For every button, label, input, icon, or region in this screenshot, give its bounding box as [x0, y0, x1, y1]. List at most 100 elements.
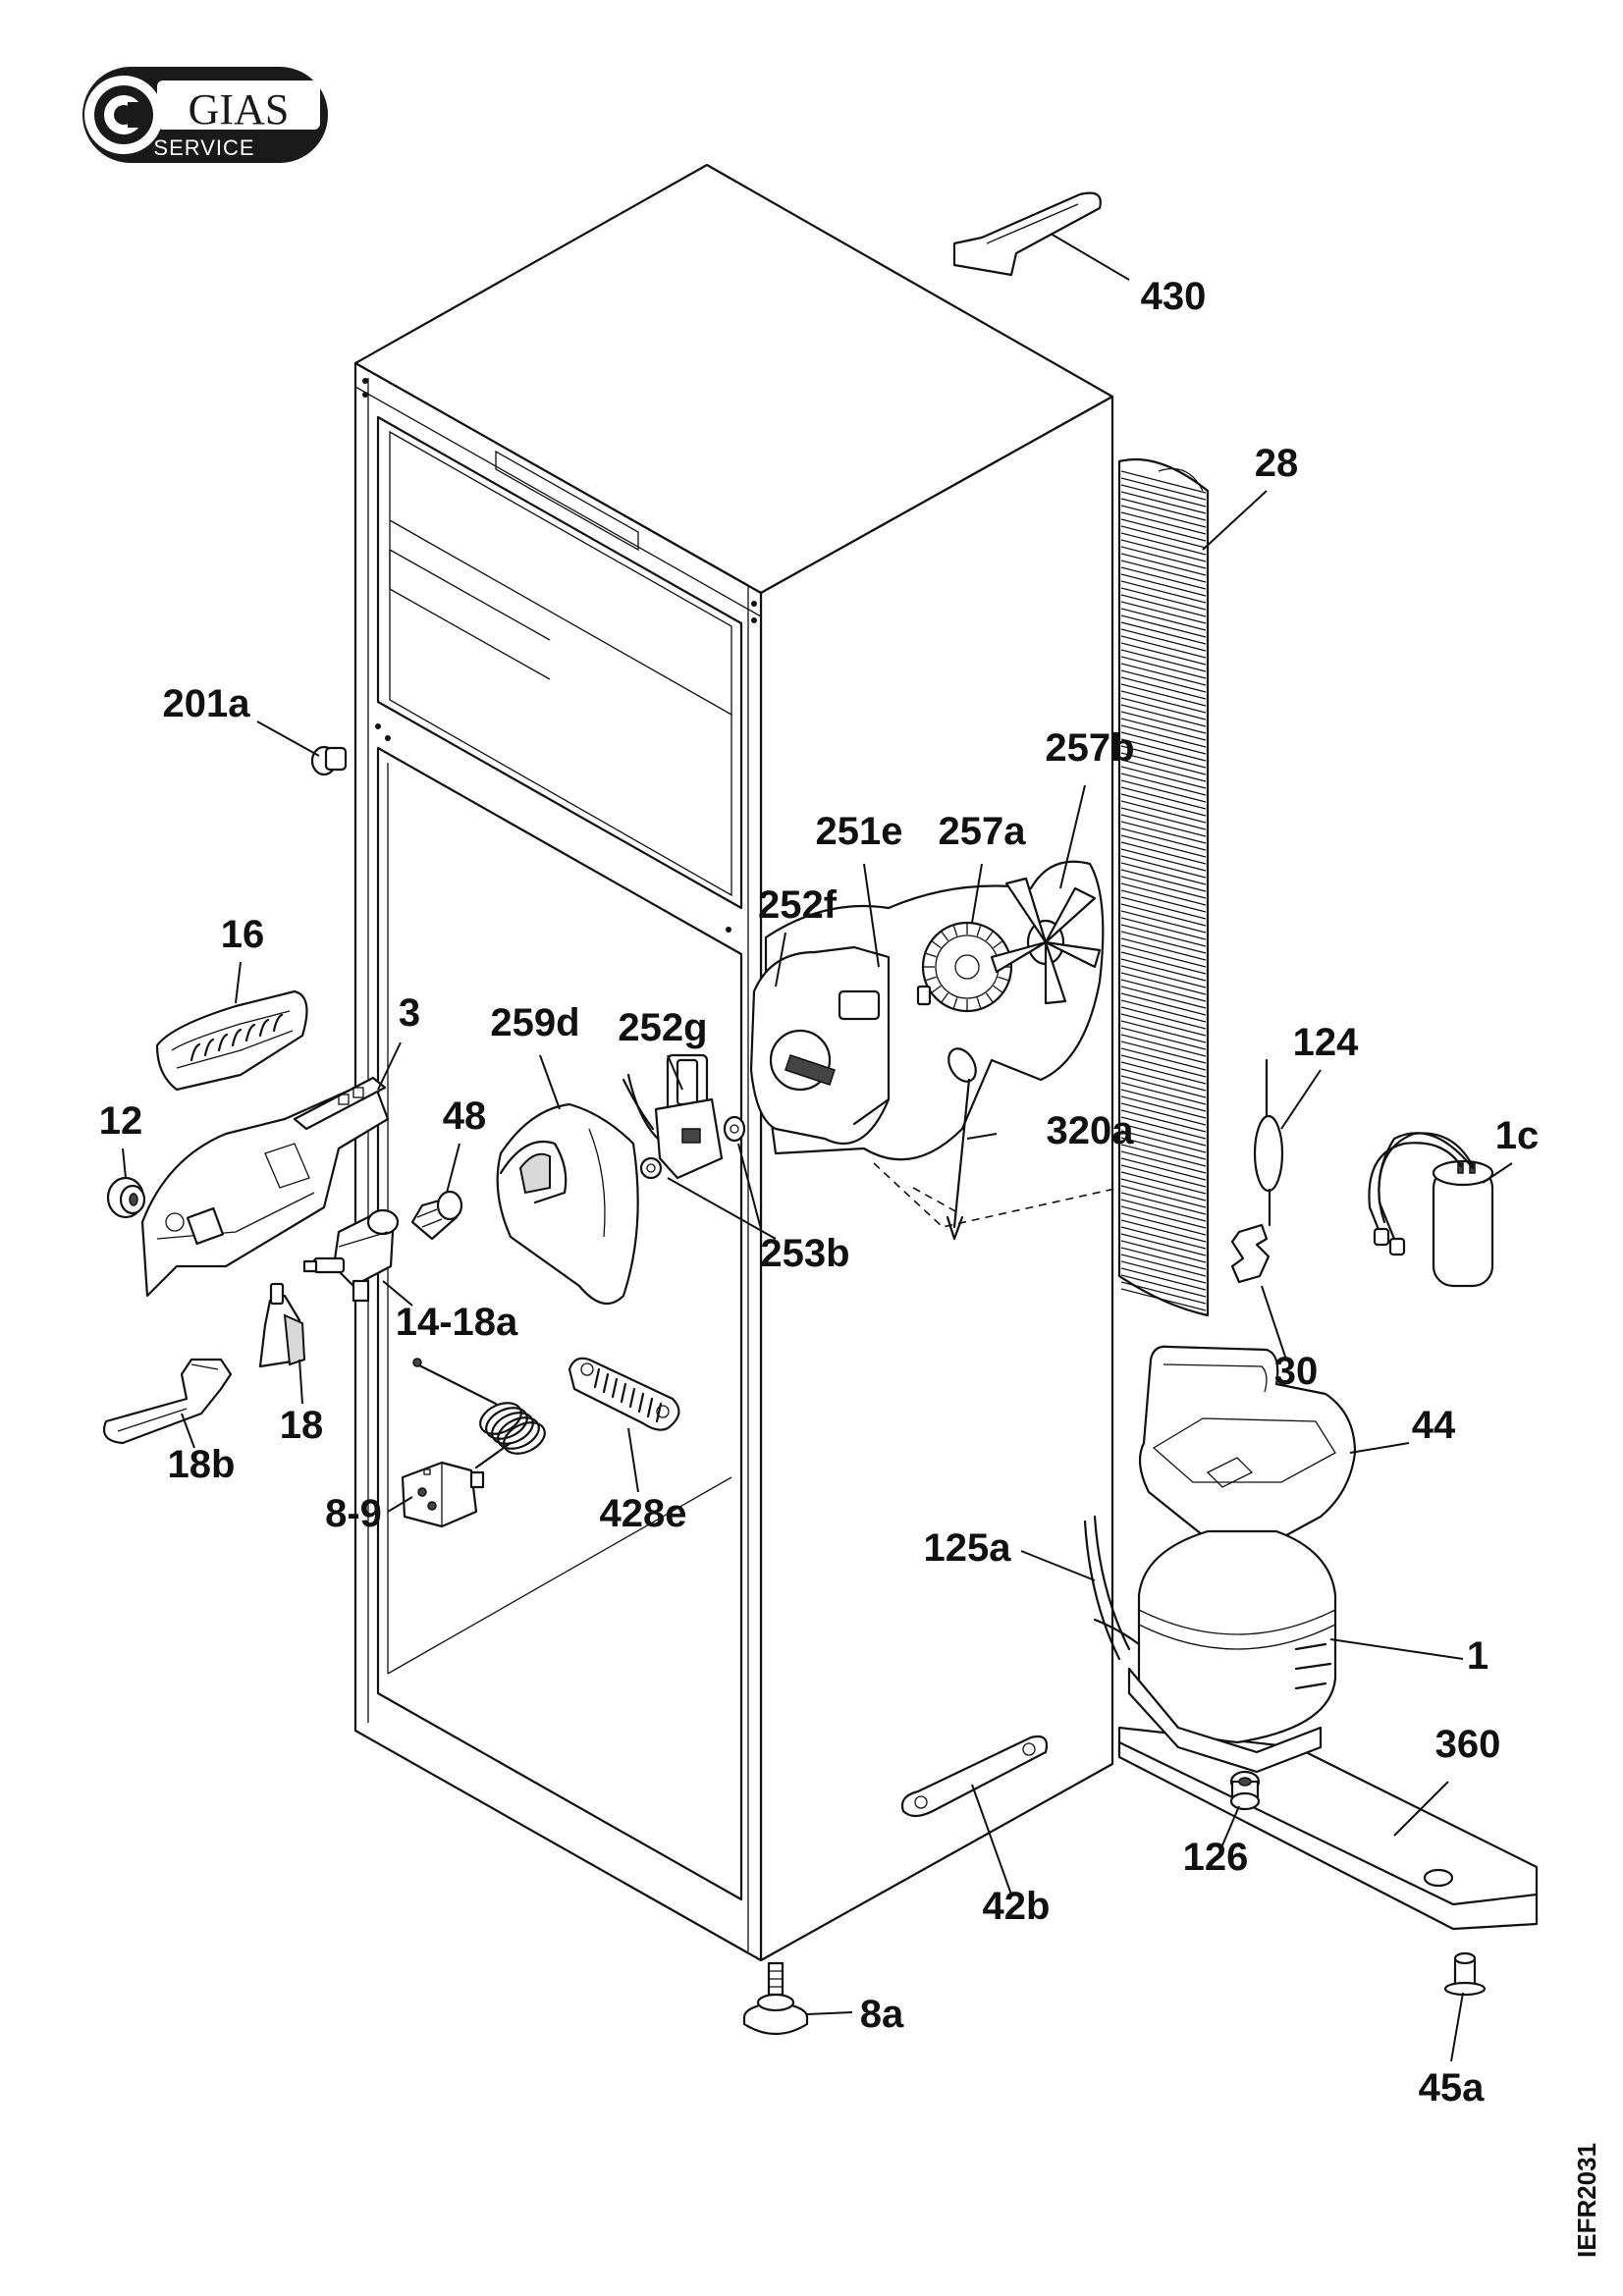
part-number: 14-18a — [396, 1301, 518, 1344]
leader-line — [806, 2011, 853, 2015]
part-number: 428e — [600, 1492, 687, 1535]
part-label-257b: 257b — [1045, 726, 1135, 889]
leader-line — [627, 1427, 639, 1493]
part-label-257a: 257a — [939, 810, 1026, 924]
part-number: 257b — [1045, 726, 1134, 770]
part-number: 252g — [618, 1006, 707, 1049]
part-14-18a-thermostat — [302, 1208, 400, 1303]
part-number: 28 — [1255, 442, 1299, 485]
part-42b-spacer — [900, 1735, 1049, 1818]
part-number: 12 — [99, 1099, 143, 1143]
leader-line — [667, 1177, 777, 1240]
part-label-16: 16 — [221, 913, 265, 1004]
document-code: IEFR2031 — [1572, 2143, 1601, 2258]
part-252g-damper-motor — [622, 1053, 724, 1180]
leader-line — [1329, 1638, 1464, 1660]
part-label-12: 12 — [99, 1099, 143, 1179]
leader-line — [1059, 784, 1086, 889]
part-18b-bracket — [102, 1358, 233, 1445]
leader-line — [256, 721, 320, 757]
part-8-9-relay-spring — [401, 1358, 546, 1528]
part-number: 44 — [1412, 1404, 1456, 1447]
part-12-knob — [106, 1176, 146, 1219]
part-number: 430 — [1141, 275, 1207, 318]
leader-line — [1393, 1781, 1449, 1837]
part-number: 360 — [1435, 1723, 1501, 1766]
part-label-8-9: 8-9 — [325, 1492, 413, 1535]
part-number: 48 — [443, 1095, 487, 1138]
leader-line — [971, 863, 983, 924]
leader-line — [387, 1496, 413, 1513]
part-label-14-18a: 14-18a — [382, 1280, 518, 1344]
part-number: 16 — [221, 913, 265, 956]
leader-line — [539, 1054, 561, 1110]
part-44-drip-tray — [1138, 1345, 1357, 1550]
leader-line — [737, 1143, 762, 1230]
part-number: 8a — [860, 1993, 904, 2036]
part-number: 253b — [760, 1232, 849, 1275]
leader-line — [377, 1041, 402, 1091]
leader-line — [1280, 1069, 1322, 1130]
leader-line — [667, 1054, 683, 1091]
part-label-253b: 253b — [667, 1143, 850, 1275]
part-257a-fan-wheel — [921, 921, 1013, 1013]
leader-line — [446, 1143, 460, 1194]
leader-line — [863, 863, 880, 968]
leader-line — [382, 1280, 413, 1307]
gias-service-logo: GIAS SERVICE — [82, 67, 328, 163]
part-number: 125a — [924, 1526, 1012, 1570]
part-428e-light-diffuser — [568, 1357, 680, 1431]
part-label-8a: 8a — [806, 1993, 904, 2036]
part-16-light-cover — [155, 989, 308, 1092]
part-label-201a: 201a — [163, 682, 320, 757]
part-label-3: 3 — [377, 991, 420, 1091]
part-label-125a: 125a — [924, 1526, 1096, 1581]
part-45a-stud — [1443, 1951, 1487, 1997]
part-126-grommet — [1229, 1770, 1261, 1811]
leader-line — [971, 1784, 1012, 1896]
part-number: 42b — [983, 1885, 1051, 1928]
part-1-compressor — [1083, 1515, 1337, 1774]
part-number: 126 — [1183, 1836, 1249, 1879]
part-label-320a: 320a — [966, 1109, 1135, 1152]
leader-line — [1202, 490, 1268, 551]
fan-assembly-cutaway — [749, 860, 1120, 1228]
leader-line — [235, 961, 242, 1004]
part-label-251e: 251e — [816, 810, 903, 968]
part-number: 1c — [1495, 1114, 1540, 1157]
part-number: 252f — [758, 883, 838, 927]
part-number: 8-9 — [325, 1492, 382, 1535]
leader-line — [966, 1133, 998, 1140]
part-201a-plug — [310, 745, 348, 776]
leader-line — [775, 932, 786, 988]
part-label-360: 360 — [1393, 1723, 1501, 1837]
part-label-252g: 252g — [618, 1006, 708, 1091]
part-18-bracket — [258, 1282, 306, 1368]
part-label-44: 44 — [1349, 1404, 1456, 1454]
part-253b-screws — [639, 1115, 746, 1180]
leader-line — [1221, 1805, 1240, 1846]
part-label-126: 126 — [1183, 1805, 1249, 1879]
part-251e-fan-housing — [749, 945, 891, 1145]
part-number: 1 — [1467, 1634, 1488, 1678]
part-label-252f: 252f — [758, 883, 838, 988]
part-label-1c: 1c — [1482, 1114, 1540, 1184]
part-label-428e: 428e — [600, 1427, 687, 1535]
part-430-handle — [952, 191, 1102, 277]
leader-line — [1020, 1550, 1096, 1581]
part-label-430: 430 — [1050, 233, 1207, 318]
part-number: 3 — [399, 991, 420, 1035]
part-label-18: 18 — [280, 1359, 323, 1447]
logo-brand: GIAS — [189, 85, 290, 133]
part-label-42b: 42b — [971, 1784, 1051, 1928]
part-number: 259d — [490, 1001, 579, 1044]
part-320a-sensor-probe — [946, 1047, 977, 1241]
part-30-clip — [1230, 1223, 1271, 1284]
leader-line — [1050, 233, 1130, 281]
leader-line — [1450, 1992, 1464, 2062]
part-124-filter-drier — [1253, 1058, 1284, 1227]
part-number: 251e — [816, 810, 903, 853]
part-number: 320a — [1047, 1109, 1135, 1152]
